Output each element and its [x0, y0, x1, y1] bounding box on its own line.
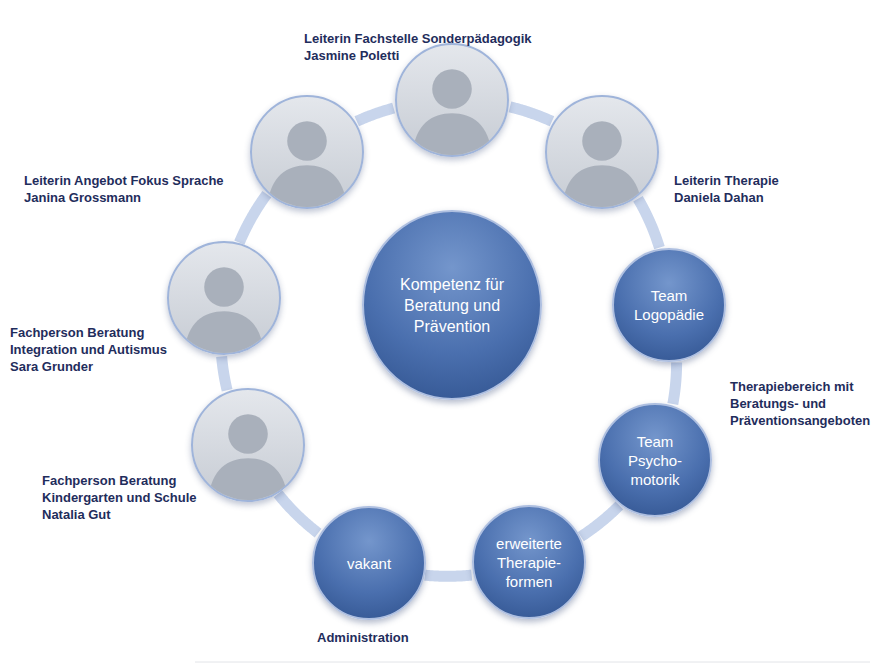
footer-rule: [195, 662, 870, 663]
ring-segment: [278, 494, 318, 533]
role-label: Fachperson Beratung Integration und Auti…: [10, 324, 195, 375]
team-circle: vakantAdministration: [312, 506, 426, 620]
ring-segment: [510, 107, 552, 122]
ring-segment: [357, 108, 394, 121]
role-label: Fachperson Beratung Kindergarten und Sch…: [42, 472, 227, 523]
portrait-placeholder: [169, 243, 279, 353]
circle-label: Team Psycho- motorik: [614, 432, 696, 489]
portrait-placeholder: [397, 45, 507, 155]
role-label: Leiterin Fachstelle Sonderpädagogik Jasm…: [304, 30, 569, 64]
area-label: Therapiebereich mit Beratungs- und Präve…: [730, 378, 890, 429]
portrait-circle: Leiterin Fachstelle Sonderpädagogik Jasm…: [395, 43, 509, 157]
ring-segment: [638, 199, 659, 248]
team-circle: Team Logopädie: [612, 248, 726, 362]
ring-segment: [425, 575, 472, 576]
portrait-placeholder: [193, 390, 303, 500]
portrait-circle: Fachperson Beratung Kindergarten und Sch…: [191, 388, 305, 502]
portrait-circle: Fachperson Beratung Integration und Auti…: [167, 241, 281, 355]
team-circle: Team Psycho- motorik: [598, 403, 712, 517]
center-ellipse: Kompetenz für Beratung und Prävention: [362, 210, 542, 400]
ring-connectors: [222, 107, 677, 576]
circle-label: Team Logopädie: [628, 286, 710, 324]
circle-label: erweiterte Therapie- formen: [488, 534, 570, 591]
role-label: Leiterin Therapie Daniela Dahan: [674, 172, 819, 206]
portrait-circle: Leiterin Angebot Fokus Sprache Janina Gr…: [250, 95, 364, 209]
portrait-placeholder: [547, 97, 657, 207]
portrait-circle: Leiterin Therapie Daniela Dahan: [545, 95, 659, 209]
ring-segment: [581, 505, 620, 536]
circle-label: Kompetenz für Beratung und Prävention: [386, 274, 518, 337]
role-label: Leiterin Angebot Fokus Sprache Janina Gr…: [24, 172, 249, 206]
ring-segment: [673, 362, 677, 403]
portrait-placeholder: [252, 97, 362, 207]
ring-segment: [222, 357, 227, 391]
circle-label: vakant: [328, 554, 410, 573]
role-label: Administration: [317, 629, 447, 646]
ring-segment: [239, 194, 266, 242]
team-circle: erweiterte Therapie- formen: [472, 505, 586, 619]
